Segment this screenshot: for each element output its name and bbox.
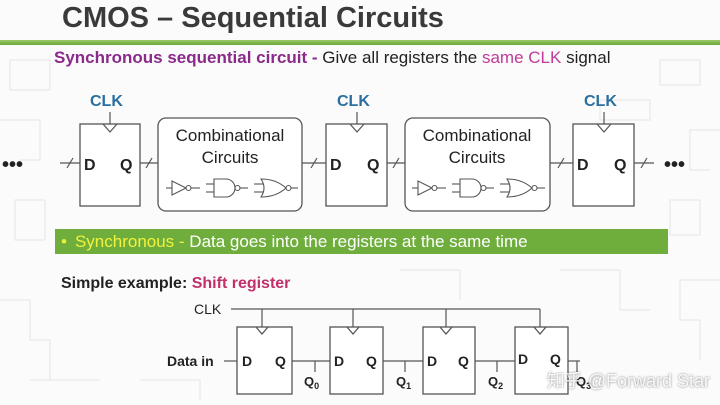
comb2-label-line1: Combinational [423,126,532,145]
banner-keyword: Synchronous - [74,232,190,251]
clock-edge-icon [349,123,365,133]
shift-reg-cell-1 [236,326,293,395]
clock-edge-icon [533,326,547,335]
logic-gates-1 [166,178,298,198]
shift-reg-cell-3 [422,326,476,395]
register-2 [325,123,388,207]
subtitle-dash: - [307,48,323,67]
clock-edge-icon [255,326,269,335]
not-gate-icon [417,180,434,196]
banner-bullet: • [61,232,67,251]
subtitle-highlight: same CLK [481,48,562,67]
cell3-d-label: D [427,353,437,369]
cell4-q-label: Q [550,351,561,367]
shift-clk-label: CLK [194,301,222,317]
title-underline [0,40,720,45]
example-name: Shift register [191,275,291,292]
nor-gate-icon [505,178,533,198]
comb1-label-line1: Combinational [176,126,285,145]
not-gate-bubble-icon [185,184,192,192]
output-q0: Q0 [304,374,319,391]
shift-reg-cell-2 [329,326,384,395]
cell2-q-label: Q [366,353,377,369]
nand-gate-icon [213,178,236,198]
nand-gate-icon [459,178,482,198]
clk-label-1: CLK [90,93,123,110]
register-1 [79,123,141,207]
comb2-label-line2: Circuits [449,148,506,167]
logic-gates-2 [412,178,545,198]
subtitle-term: Synchronous sequential circuit [54,48,308,67]
cell1-d-label: D [242,353,252,369]
comb1-label-line2: Circuits [202,148,259,167]
clock-edge-icon [346,326,360,335]
reg2-d-label: D [330,157,342,174]
register-3 [572,123,635,207]
reg2-q-label: Q [367,157,379,174]
clock-edge-icon [439,326,453,335]
output-q1: Q1 [396,374,411,391]
nor-gate-icon [259,178,287,198]
cell1-q-label: Q [275,353,286,369]
banner-text: Data goes into the registers at the same… [189,232,528,251]
cell4-d-label: D [518,351,528,367]
cell3-q-label: Q [458,353,469,369]
subtitle-text-b: signal [561,48,611,67]
clock-edge-icon [596,123,612,133]
example-heading: Simple example: Shift register [61,275,290,293]
slide-title: CMOS – Sequential Circuits [62,2,444,34]
watermark: 知乎 @Forward Star [546,371,710,391]
reg3-d-label: D [577,157,589,174]
reg3-q-label: Q [614,157,626,174]
shift-reg-cell-4 [514,326,569,395]
shift-register-cells [236,326,569,395]
pipeline-wires [60,112,654,169]
clk-label-3: CLK [584,93,617,110]
output-q2: Q2 [488,374,503,391]
output-q3: Q3 [576,374,591,391]
example-lead: Simple example: [61,275,192,292]
clock-edge-icon [102,123,118,133]
ellipsis-right: ••• [664,154,685,176]
reg1-q-label: Q [120,157,132,174]
clk-label-2: CLK [337,93,370,110]
shift-register-wires [224,308,580,372]
subtitle: Synchronous sequential circuit - Give al… [54,48,610,68]
data-in-label: Data in [167,353,214,369]
reg1-d-label: D [84,157,96,174]
subtitle-text-a: Give all registers the [322,48,482,67]
not-gate-icon [171,180,188,196]
ellipsis-left: ••• [2,154,23,176]
cell2-d-label: D [334,353,344,369]
synchronous-banner: • Synchronous - Data goes into the regist… [55,229,668,254]
